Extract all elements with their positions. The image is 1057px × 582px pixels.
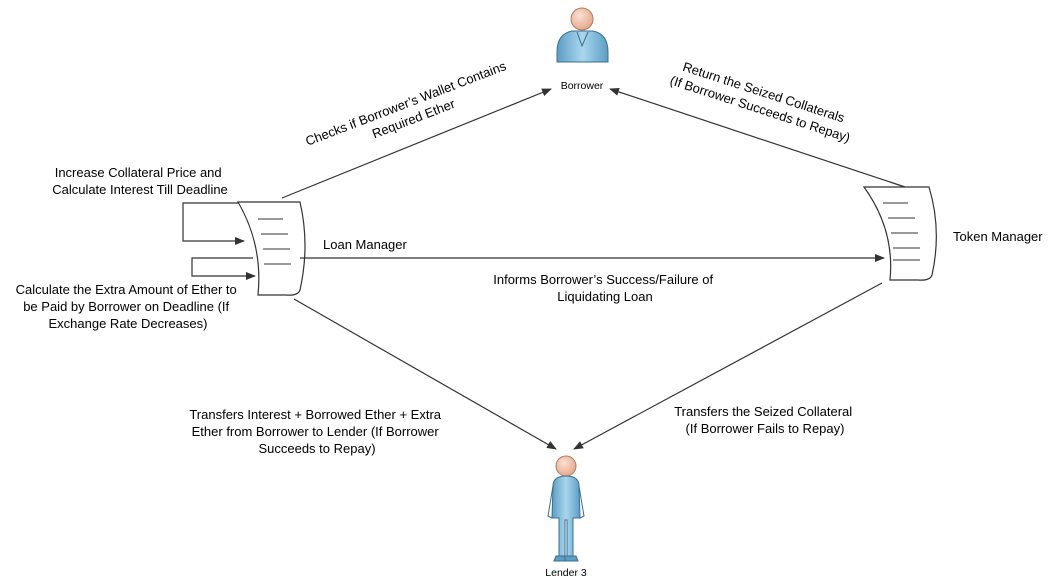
self-loop-top-label: Increase Collateral Price and Calculate … (52, 165, 228, 197)
edge-inform-result-label: Informs Borrower’s Success/Failure of Li… (493, 272, 717, 304)
lender-actor-icon (547, 455, 585, 562)
loan-manager-document-icon (236, 201, 306, 296)
self-loop-bottom-arrow (191, 257, 256, 280)
edge-token-to-lender (573, 282, 883, 450)
self-loop-top-arrow (182, 202, 245, 245)
self-loop-bottom-label: Calculate the Extra Amount of Ether to b… (16, 282, 241, 331)
lender-label: Lender 3 (545, 567, 587, 579)
edge-loan-to-borrower (281, 88, 552, 199)
edge-token-to-borrower (609, 88, 906, 188)
edge-check-wallet-label: Checks if Borrower’s Wallet Contains Req… (303, 57, 517, 165)
loan-manager-label: Loan Manager (323, 237, 408, 252)
borrower-actor-icon (556, 7, 609, 63)
edge-loan-to-lender (293, 298, 557, 450)
edge-transfer-interest-label: Transfers Interest + Borrowed Ether + Ex… (189, 407, 444, 456)
edge-return-collateral-label: Return the Seized Collaterals (If Borrow… (668, 56, 857, 145)
token-manager-label: Token Manager (953, 229, 1043, 244)
token-manager-document-icon (862, 186, 937, 281)
borrower-label: Borrower (561, 80, 604, 92)
edge-transfer-collateral-label: Transfers the Seized Collateral (If Borr… (674, 404, 856, 436)
